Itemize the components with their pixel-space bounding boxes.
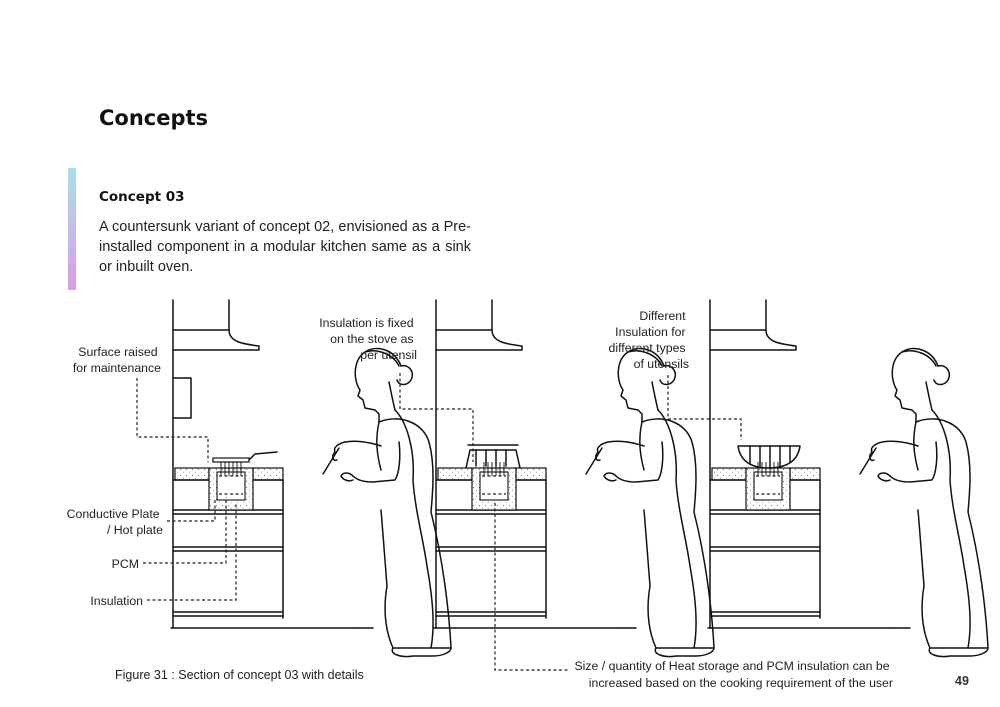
annotation-pcm: PCM [112, 557, 139, 571]
concept-title: Concept 03 [99, 189, 185, 205]
section-title: Concepts [99, 106, 209, 130]
figure-caption: Figure 31 : Section of concept 03 with d… [115, 668, 364, 682]
concept-description: A countersunk variant of concept 02, env… [99, 219, 471, 275]
annotation-conductive-plate: Conductive Plate / Hot plate [67, 507, 164, 537]
annotation-insulation-fixed: Insulation is fixed on the stove as per … [319, 316, 417, 362]
annotation-insulation: Insulation [90, 594, 143, 608]
accent-bar [68, 168, 76, 290]
page-number: 49 [955, 674, 969, 688]
annotation-different-insulation: Different Insulation for different types… [609, 309, 689, 371]
annotation-surface-raised: Surface raised for maintenance [73, 345, 161, 375]
annotation-size-quantity: Size / quantity of Heat storage and PCM … [574, 659, 893, 690]
